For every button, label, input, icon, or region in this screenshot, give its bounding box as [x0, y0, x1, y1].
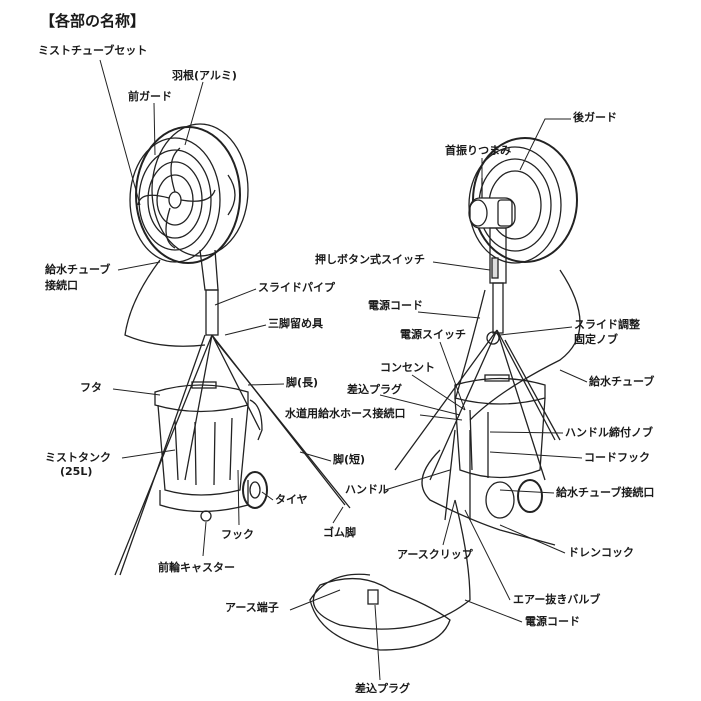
power-cord-drawing: [309, 499, 471, 651]
label-air-valve: エアー抜きバルブ: [513, 593, 601, 606]
label-slide-knob-1: スライド調整: [574, 318, 640, 331]
label-blade: 羽根(アルミ): [172, 69, 237, 82]
label-lid: フタ: [80, 381, 102, 394]
label-push-button-switch: 押しボタン式スイッチ: [315, 253, 425, 266]
label-water-tube-port-1: 給水チューブ: [45, 263, 111, 276]
label-leg-long: 脚(長): [286, 376, 319, 389]
label-hose-port: 水道用給水ホース接続口: [285, 407, 406, 420]
label-power-cord-lower: 電源コード: [525, 615, 580, 628]
label-handle-knob: ハンドル締付ノブ: [565, 426, 653, 439]
label-slide-knob-2: 固定ノブ: [574, 333, 618, 346]
label-hook: フック: [221, 528, 254, 541]
label-power-switch: 電源スイッチ: [400, 328, 466, 341]
label-tripod-clamp: 三脚留め具: [268, 317, 323, 330]
label-outlet: コンセント: [380, 361, 435, 374]
page-title: 【各部の名称】: [40, 12, 146, 30]
label-water-tube-port-2: 接続口: [45, 279, 78, 292]
rear-tank: [421, 374, 556, 546]
front-fan-head: [129, 123, 249, 264]
label-drain-cock: ドレンコック: [568, 546, 634, 559]
plug-drawing: [367, 589, 379, 605]
label-water-tube: 給水チューブ: [589, 375, 655, 388]
label-cord-hook: コードフック: [584, 451, 650, 464]
rear-fan-head: [468, 137, 578, 264]
front-stand: [114, 249, 351, 576]
label-power-cord-upper: 電源コード: [368, 299, 423, 312]
label-ground-clip: アースクリップ: [397, 548, 473, 561]
label-slide-pipe: スライドパイプ: [258, 281, 335, 294]
label-tire: タイヤ: [275, 493, 308, 506]
label-mist-tube-set: ミストチューブセット: [38, 44, 148, 57]
label-mist-tank-1: ミストタンク: [45, 451, 111, 464]
leader-lines: [99, 59, 588, 681]
label-oscillation-knob: 首振りつまみ: [445, 144, 512, 157]
label-handle: ハンドル: [345, 483, 389, 496]
label-plug-upper: 差込プラグ: [347, 383, 402, 396]
label-front-caster: 前輪キャスター: [158, 561, 235, 574]
label-ground-terminal: アース端子: [225, 601, 279, 614]
label-rear-guard: 後ガード: [573, 111, 617, 124]
label-mist-tank-2: (25L): [60, 465, 93, 478]
label-plug-lower: 差込プラグ: [355, 682, 410, 695]
label-leg-short: 脚(短): [333, 453, 366, 466]
label-rubber-foot: ゴム脚: [323, 526, 356, 539]
label-water-tube-port-rear: 給水チューブ接続口: [556, 486, 655, 499]
front-tank: [154, 381, 268, 522]
label-front-guard: 前ガード: [128, 90, 172, 103]
